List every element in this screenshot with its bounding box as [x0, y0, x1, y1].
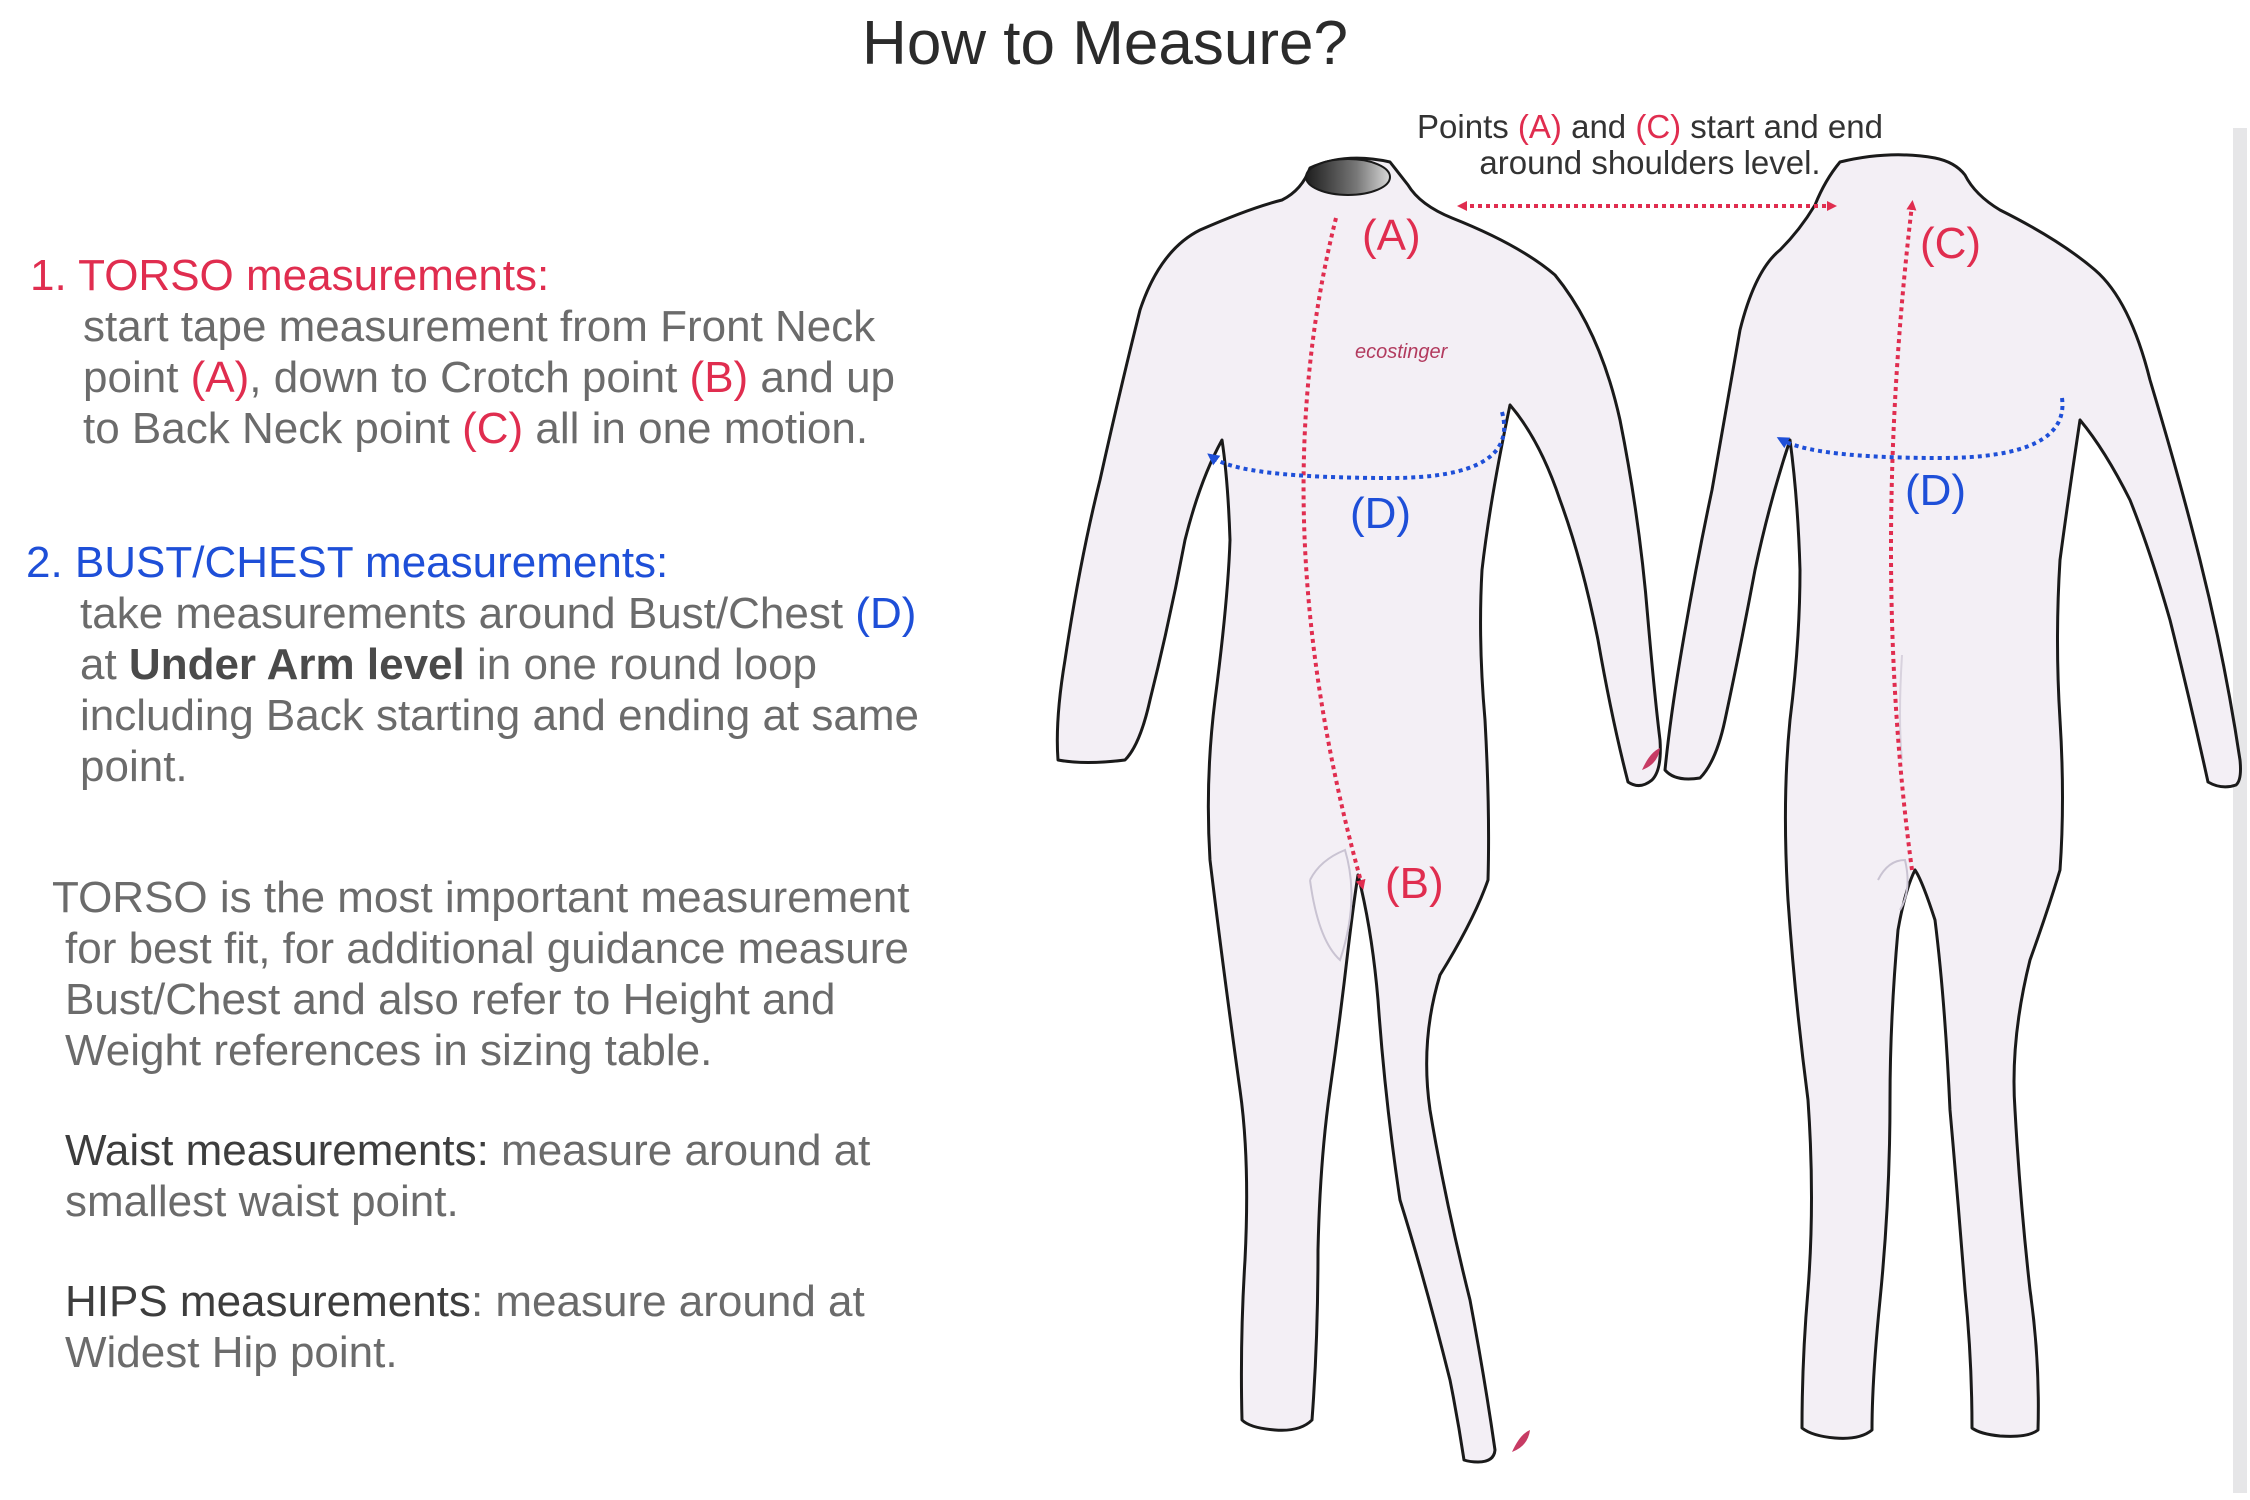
torso-line-1: start tape measurement from Front Neck [83, 302, 876, 351]
chest-back-loop [1776, 397, 2065, 461]
note-line-3: Bust/Chest and also refer to Height and [65, 975, 836, 1024]
shoulder-note-line-2: around shoulders level. [1479, 144, 1820, 181]
chest-line-2: at Under Arm level in one round loop [80, 640, 818, 689]
wetsuit-front-icon [1055, 156, 1662, 1464]
shoulder-note-line-1: Points (A) and (C) start and end [1417, 108, 1883, 145]
hips-line-1: HIPS measurements: measure around at [65, 1277, 865, 1326]
torso-heading: 1. TORSO measurements: [30, 251, 550, 300]
waist-line-2: smallest waist point. [65, 1177, 459, 1226]
chest-heading: 2. BUST/CHEST measurements: [26, 538, 669, 587]
leaf-logo-icon [1642, 748, 1660, 770]
point-a-label: (A) [1362, 211, 1421, 260]
torso-line-3: to Back Neck point (C) all in one motion… [83, 404, 869, 453]
point-b-label: (B) [1385, 859, 1444, 908]
chest-front-loop [1207, 411, 1507, 481]
note-line-4: Weight references in sizing table. [65, 1026, 713, 1075]
hips-line-2: Widest Hip point. [65, 1328, 398, 1377]
torso-front-path [1301, 217, 1366, 890]
page-title: How to Measure? [862, 9, 1348, 78]
wetsuit-back-icon [1663, 153, 2242, 1440]
torso-back-path [1889, 200, 1917, 871]
point-d-front-label: (D) [1350, 489, 1411, 538]
chest-line-3: including Back starting and ending at sa… [80, 691, 919, 740]
waist-line-1: Waist measurements: measure around at [65, 1126, 871, 1175]
note-line-2: for best fit, for additional guidance me… [65, 924, 909, 973]
right-edge-bar [2233, 128, 2247, 1493]
point-d-back-label: (D) [1905, 466, 1966, 515]
brand-logo-text: ecostinger [1355, 341, 1449, 363]
point-c-label: (C) [1920, 219, 1981, 268]
leaf-logo-icon-ankle [1512, 1430, 1530, 1452]
torso-line-2: point (A), down to Crotch point (B) and … [83, 353, 896, 402]
chest-line-1: take measurements around Bust/Chest (D) [80, 589, 917, 638]
chest-line-4: point. [80, 742, 188, 791]
note-line-1: TORSO is the most important measurement [52, 873, 910, 922]
